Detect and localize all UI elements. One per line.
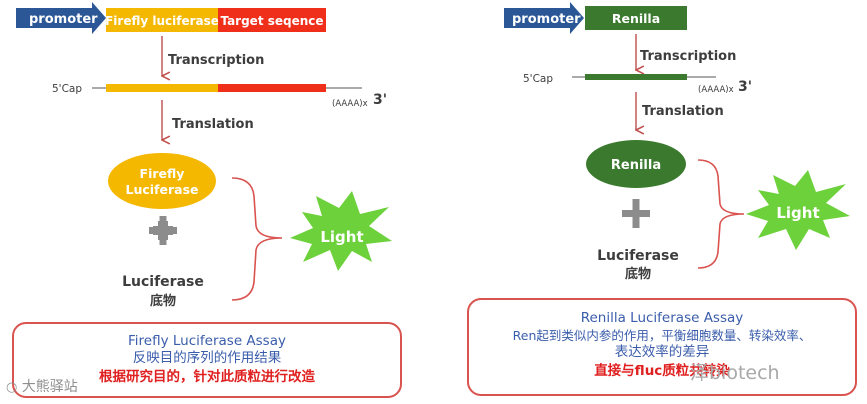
left-firefly-gene-block	[106, 8, 218, 32]
right-3prime-label: 3'	[738, 79, 752, 95]
left-assay-note: 根据研究目的，针对此质粒进行改造	[99, 369, 315, 385]
right-translation-label: Translation	[642, 104, 724, 119]
right-assay-desc-line1: Ren起到类似内参的作用，平衡细胞数量、转染效率、	[512, 328, 812, 343]
right-light-label: Light	[776, 204, 819, 222]
right-renilla-gene-label: Renilla	[612, 11, 660, 26]
left-mrna-target	[218, 84, 326, 92]
right-5cap-label: 5'Cap	[523, 73, 553, 85]
right-substrate-cn: 底物	[625, 266, 651, 282]
right-watermark: 泽biotech	[690, 362, 780, 384]
left-firefly-gene-label: Firefly luciferase	[105, 14, 219, 28]
right-mrna-renilla	[585, 74, 687, 80]
left-assay-title: Firefly Luciferase Assay	[128, 333, 286, 349]
left-promoter-arrow	[16, 2, 106, 34]
left-translation-label: Translation	[172, 117, 254, 132]
left-3prime-label: 3'	[373, 92, 387, 108]
left-assay-box: Firefly Luciferase Assay 反映目的序列的作用结果 根据研…	[12, 322, 402, 398]
left-target-sequence-label: Target seqence	[220, 14, 323, 28]
left-protein-line2: Luciferase	[126, 182, 199, 197]
left-light-label: Light	[320, 228, 363, 246]
left-substrate-cn: 底物	[150, 293, 176, 309]
left-5cap-label: 5'Cap	[52, 83, 82, 95]
right-transcription-label: Transcription	[640, 49, 736, 64]
left-panel: promoter Firefly luciferase Target seqen…	[16, 2, 392, 309]
left-assay-desc: 反映目的序列的作用结果	[132, 350, 282, 366]
left-promoter-label: promoter	[29, 12, 98, 27]
left-firefly-protein	[108, 153, 216, 209]
left-substrate-en: Luciferase	[122, 274, 204, 290]
right-panel: promoter Renilla Transcription 5'Cap (AA…	[504, 2, 850, 282]
left-light-burst	[290, 191, 392, 271]
right-plus-vertical	[632, 199, 640, 228]
right-light-burst	[746, 170, 850, 250]
right-promoter-arrow	[504, 2, 584, 34]
right-renilla-gene-block	[585, 6, 687, 30]
right-assay-box: Renilla Luciferase Assay Ren起到类似内参的作用，平衡…	[467, 298, 857, 396]
left-bracket	[231, 177, 283, 301]
right-polya-label: (AAAA)x	[698, 85, 734, 95]
left-watermark: ○ 大熊驿站	[6, 379, 78, 395]
left-transcription-label: Transcription	[168, 53, 264, 68]
right-protein-label: Renilla	[611, 158, 661, 173]
right-promoter-label: promoter	[512, 12, 581, 27]
left-plus-vertical	[159, 216, 167, 245]
left-polya-label: (AAAA)x	[332, 99, 368, 109]
left-target-sequence-block	[218, 8, 326, 32]
right-assay-note: 直接与fluc质粒共转染	[594, 363, 730, 379]
wechat-icon: ○	[6, 380, 18, 395]
right-assay-desc-line2: 表达效率的差异	[614, 344, 710, 360]
right-substrate-en: Luciferase	[597, 248, 679, 264]
left-mrna-firefly	[106, 84, 218, 92]
right-bracket	[697, 159, 745, 269]
left-protein-line1: Firefly	[140, 166, 185, 181]
right-renilla-protein	[586, 140, 686, 188]
right-assay-title: Renilla Luciferase Assay	[580, 310, 744, 326]
